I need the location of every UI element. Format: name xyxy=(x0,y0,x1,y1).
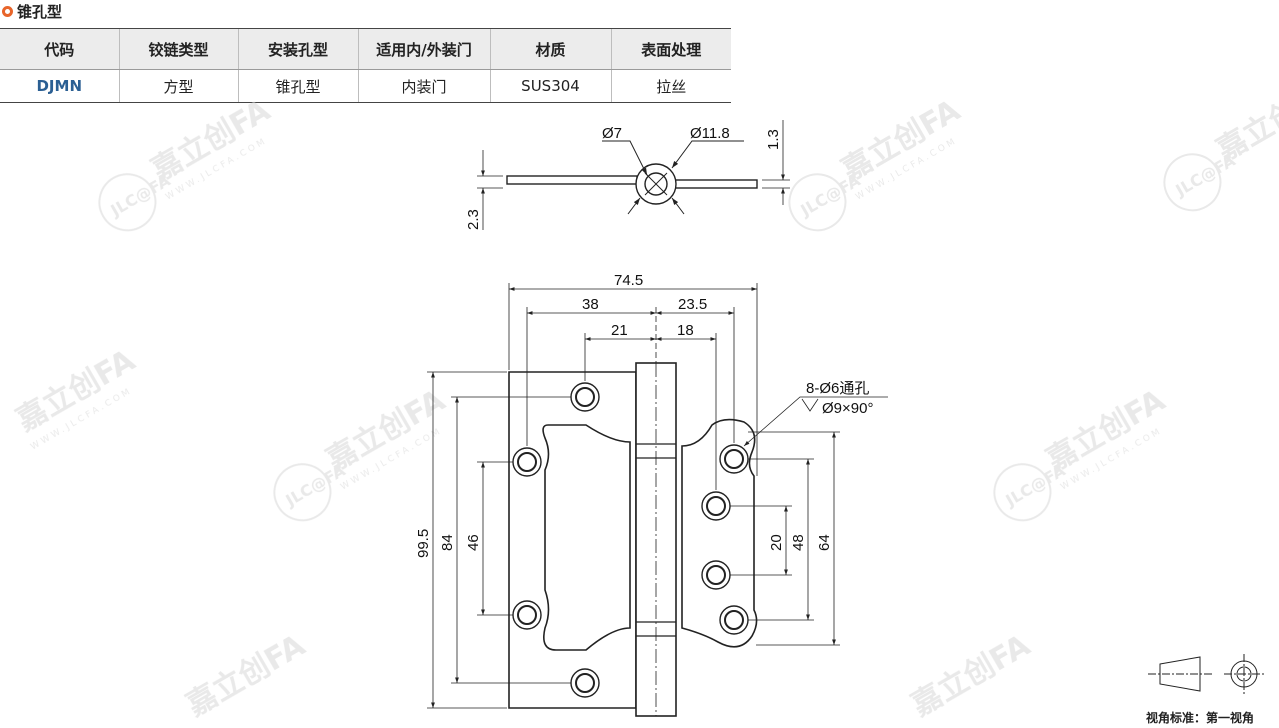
watermark-brand: 嘉立创FA xyxy=(181,628,312,724)
front-dimension-labels: 74.5 38 23.5 21 18 99.5 84 46 20 48 64 8… xyxy=(415,272,873,558)
header-material: 材质 xyxy=(489,28,611,70)
table-row: DJMN 方型 锥孔型 内装门 SUS304 拉丝 xyxy=(0,69,731,103)
right-leaf xyxy=(681,418,758,648)
hole-left-upper xyxy=(512,447,542,477)
side-view xyxy=(477,120,790,230)
projection-symbol xyxy=(1148,654,1264,694)
dim-right-holes-inner: 20 xyxy=(768,534,785,551)
dim-side-knuckle: Ø11.8 xyxy=(690,125,730,142)
front-view xyxy=(508,362,758,717)
header-mount-hole: 安装孔型 xyxy=(237,28,358,70)
dim-offset-right: 18 xyxy=(677,322,694,339)
watermark-brand: 嘉立创FA xyxy=(1211,73,1279,169)
header-hinge-type: 铰链类型 xyxy=(118,28,238,70)
watermark-brand: 嘉立创FA xyxy=(906,628,1037,724)
dim-width-right: 23.5 xyxy=(678,296,707,313)
section-title-text: 锥孔型 xyxy=(17,2,63,21)
watermark-4: 嘉立创FA WWW.JLCFA.COM xyxy=(11,343,142,453)
front-dimension-lines xyxy=(427,283,888,709)
spec-table-header-row: 代码 铰链类型 安装孔型 适用内/外装门 材质 表面处理 xyxy=(0,28,731,70)
ring-icon xyxy=(2,5,13,17)
dim-right-holes-outer: 64 xyxy=(816,534,833,551)
hole-right-bottom xyxy=(719,605,749,635)
dim-left-holes-outer: 84 xyxy=(439,534,456,551)
dim-width-total: 74.5 xyxy=(614,272,643,289)
cell-hinge-type: 方型 xyxy=(118,69,238,103)
dim-width-left: 38 xyxy=(582,296,599,313)
cell-door-type: 内装门 xyxy=(357,69,490,103)
dim-left-holes-inner: 46 xyxy=(465,534,482,551)
watermark-6: JLC@FA 嘉立创FA WWW.JLCFA.COM xyxy=(993,383,1172,522)
left-leaf-cutout xyxy=(542,424,631,651)
dim-offset-left: 21 xyxy=(611,322,628,339)
header-door-type: 适用内/外装门 xyxy=(357,28,490,70)
cell-material: SUS304 xyxy=(489,69,611,103)
cell-mount-hole: 锥孔型 xyxy=(237,69,358,103)
side-view-labels: Ø7 Ø11.8 1.3 2.3 xyxy=(465,125,782,230)
hole-left-lower xyxy=(512,600,542,630)
dim-right-holes-mid: 48 xyxy=(790,534,807,551)
spec-table: 代码 铰链类型 安装孔型 适用内/外装门 材质 表面处理 DJMN 方型 锥孔型… xyxy=(0,28,731,103)
watermark-3: JLC@FA 嘉立创FA xyxy=(1163,73,1279,212)
hole-left-top xyxy=(570,382,600,412)
cell-code: DJMN xyxy=(0,69,119,103)
dim-side-thickness: 1.3 xyxy=(765,129,782,150)
watermark-2: JLC@FA 嘉立创FA WWW.JLCFA.COM xyxy=(788,93,967,232)
dim-side-hole: Ø7 xyxy=(602,125,622,142)
view-standard-label: 视角标准：第一视角 xyxy=(1146,711,1255,725)
hole-right-upper xyxy=(701,491,731,521)
hole-left-bottom xyxy=(570,668,600,698)
watermark-1: JLC@FA 嘉立创FA WWW.JLCFA.COM xyxy=(98,93,277,232)
cell-finish: 拉丝 xyxy=(610,69,731,103)
hole-note-line1: 8-Ø6通孔 xyxy=(806,380,869,397)
watermark-8: 嘉立创FA xyxy=(906,628,1037,724)
hole-right-lower xyxy=(701,560,731,590)
section-title: 锥孔型 xyxy=(2,1,62,21)
hole-note-line2: Ø9×90° xyxy=(822,400,873,417)
dim-side-total: 2.3 xyxy=(465,209,482,230)
watermark-7: 嘉立创FA xyxy=(181,628,312,724)
header-finish: 表面处理 xyxy=(610,28,731,70)
header-code: 代码 xyxy=(0,28,119,70)
dim-height-total: 99.5 xyxy=(415,529,432,558)
hole-right-top xyxy=(719,444,749,474)
